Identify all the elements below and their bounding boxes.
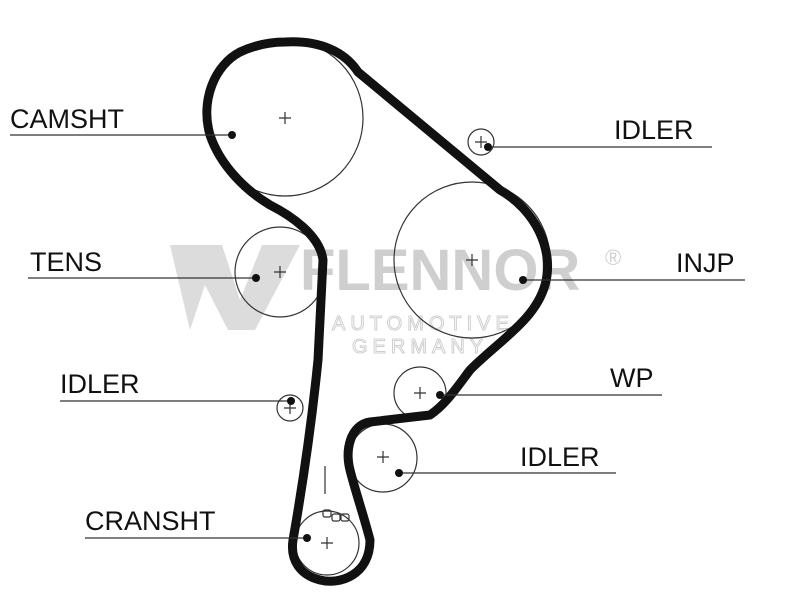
idler-bottom-label: IDLER bbox=[520, 442, 600, 472]
idler-top-pulley bbox=[467, 128, 495, 156]
water-pump-leader-dot bbox=[436, 391, 444, 399]
crankshaft-center-cross bbox=[321, 537, 333, 549]
idler-left-pulley bbox=[276, 394, 304, 422]
tensioner-leader-dot bbox=[252, 274, 260, 282]
tensioner-label: TENS bbox=[30, 247, 102, 277]
timing-mark-box-2 bbox=[331, 513, 341, 522]
injection-pump-leader-dot bbox=[519, 276, 527, 284]
injection-pump-center-cross bbox=[466, 254, 478, 266]
timing-mark-box-1 bbox=[322, 509, 332, 518]
water-pump-label: WP bbox=[610, 363, 654, 393]
flennor-logo-icon bbox=[170, 245, 300, 330]
camshaft-leader-dot bbox=[228, 131, 236, 139]
crankshaft-timing-marks bbox=[322, 466, 350, 522]
idler-left-label: IDLER bbox=[60, 369, 140, 399]
tensioner-center-cross bbox=[274, 266, 286, 278]
idler-top-center-cross bbox=[475, 136, 487, 148]
watermark-automotive: AUTOMOTIVE bbox=[332, 313, 514, 335]
crankshaft-leader-dot bbox=[303, 534, 311, 542]
timing-belt bbox=[202, 37, 553, 586]
idler-top-leader-dot bbox=[484, 143, 492, 151]
flennor-watermark: FLENNOR ® AUTOMOTIVE GERMANY bbox=[170, 238, 621, 359]
watermark-brand: FLENNOR bbox=[300, 238, 580, 303]
watermark-registered-mark: ® bbox=[605, 245, 621, 270]
water-pump-center-cross bbox=[414, 387, 426, 399]
component-labels: CAMSHT IDLER TENS INJP IDLER WP IDLER CR… bbox=[10, 104, 735, 536]
idler-bottom-leader-dot bbox=[395, 469, 403, 477]
idler-bottom-center-cross bbox=[377, 451, 389, 463]
crankshaft-label: CRANSHT bbox=[85, 506, 216, 536]
injection-pump-label: INJP bbox=[676, 248, 735, 278]
watermark-germany: GERMANY bbox=[352, 336, 488, 358]
leader-lines bbox=[10, 131, 745, 542]
camshaft-center-cross bbox=[279, 112, 291, 124]
camshaft-label: CAMSHT bbox=[10, 104, 124, 134]
timing-mark-box-3 bbox=[340, 513, 350, 522]
idler-top-label: IDLER bbox=[614, 115, 694, 145]
idler-left-leader-dot bbox=[287, 397, 295, 405]
